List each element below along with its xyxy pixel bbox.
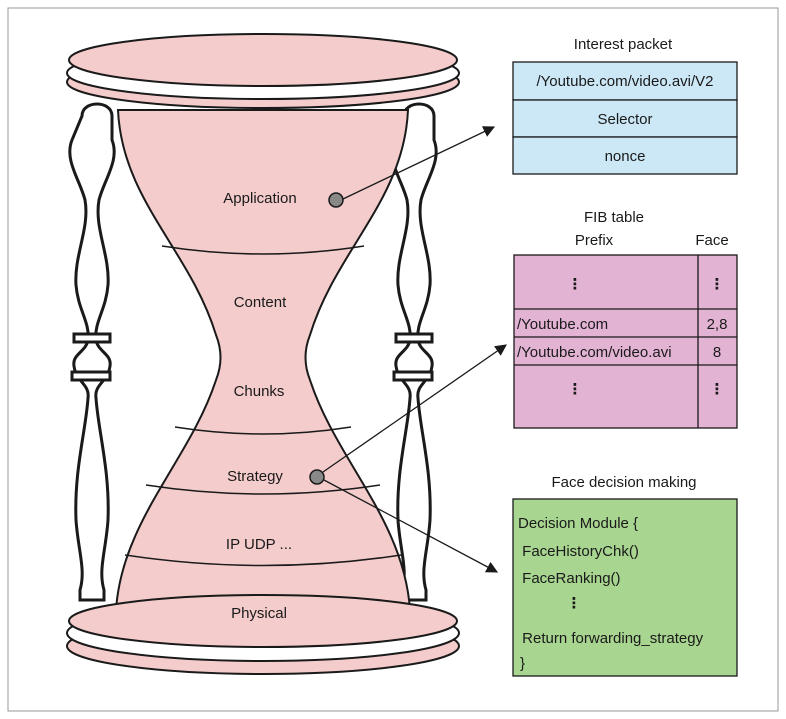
- face-decision: Face decision making Decision Module { F…: [512, 474, 738, 677]
- layer-label-physical: Physical: [231, 605, 287, 622]
- interest-row-1: [512, 61, 738, 101]
- fib-row-4-prefix: ⋮: [568, 381, 583, 398]
- interest-row-3-text: nonce: [605, 148, 646, 165]
- fib-row-4-face: ⋮: [710, 381, 725, 398]
- layer-divider-1: [161, 245, 365, 255]
- fib-row-3-prefix: /Youtube.com/video.avi: [517, 344, 672, 361]
- layer-label-content: Content: [234, 294, 287, 311]
- decision-line-2: FaceHistoryChk(): [518, 543, 639, 560]
- hourglass-body: [114, 109, 412, 611]
- interest-row-1-text: /Youtube.com/video.avi/V2: [536, 73, 713, 90]
- arrow-to-face-decision: [323, 479, 499, 573]
- interest-row-3: [512, 136, 738, 175]
- arrow-to-interest-packet: [342, 126, 496, 200]
- layer-label-application: Application: [223, 190, 296, 207]
- layer-label-strategy: Strategy: [227, 468, 283, 485]
- top-cap-plate: [68, 33, 458, 87]
- fib-row-1-prefix: ⋮: [568, 276, 583, 293]
- fib-row-3-face: 8: [713, 344, 721, 361]
- fib-table-body: [513, 254, 738, 429]
- figure-frame: [7, 7, 779, 712]
- fib-col-prefix: Prefix: [575, 232, 614, 249]
- decision-line-1: Decision Module {: [518, 515, 638, 532]
- application-dot: [328, 192, 344, 208]
- fib-col-face: Face: [695, 232, 728, 249]
- hourglass: Application Content Chunks Strategy IP U…: [66, 33, 460, 675]
- fib-table: FIB table Prefix Face ⋮ ⋮ /Youtube.com 2…: [513, 209, 738, 429]
- decision-line-6: }: [520, 655, 525, 672]
- interest-packet: Interest packet /Youtube.com/video.avi/V…: [512, 36, 738, 175]
- arrow-to-fib-table: [322, 344, 507, 473]
- arrows: [322, 126, 507, 573]
- interest-packet-title: Interest packet: [574, 36, 673, 53]
- layer-label-chunks: Chunks: [234, 383, 285, 400]
- strategy-dot: [309, 469, 325, 485]
- layer-label-ip-udp: IP UDP ...: [226, 536, 292, 553]
- decision-line-5: Return forwarding_strategy: [518, 630, 704, 647]
- face-decision-box: [512, 498, 738, 677]
- left-post: [68, 102, 116, 602]
- fib-row-2-prefix: /Youtube.com: [517, 316, 608, 333]
- layer-divider-3: [145, 484, 381, 495]
- fib-row-1-face: ⋮: [710, 276, 725, 293]
- face-decision-title: Face decision making: [551, 474, 696, 491]
- fib-table-title: FIB table: [584, 209, 644, 226]
- interest-row-2-text: Selector: [597, 111, 652, 128]
- fib-row-2-face: 2,8: [707, 316, 728, 333]
- decision-line-4: ⋮: [567, 595, 582, 612]
- decision-line-3: FaceRanking(): [518, 570, 621, 587]
- right-post: [390, 102, 438, 602]
- bottom-cap-plate: [68, 594, 458, 648]
- layer-divider-4: [124, 554, 402, 567]
- layer-divider-2: [174, 426, 352, 435]
- interest-row-2: [512, 99, 738, 138]
